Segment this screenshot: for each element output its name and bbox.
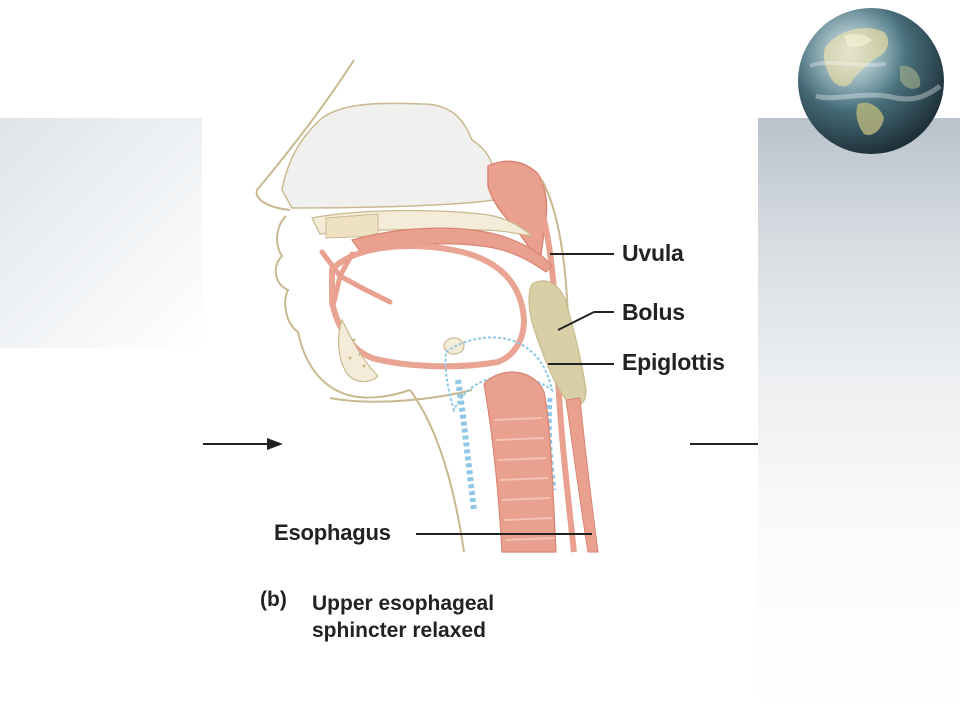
- mandible: [337, 318, 379, 383]
- background-gradient-right: [758, 118, 960, 720]
- background-gradient-left: [0, 118, 205, 348]
- trachea: [483, 371, 557, 553]
- label-esophagus: Esophagus: [274, 520, 391, 545]
- larynx-cartilage-rear: [546, 397, 557, 491]
- bolus-leader: [557, 311, 595, 331]
- anatomy-illustration: [255, 59, 614, 553]
- muscle-fibers: [319, 249, 393, 305]
- larynx-cartilage: [455, 379, 477, 511]
- neck-outline: [329, 389, 473, 403]
- face-outline: [255, 59, 355, 211]
- tongue: [329, 243, 528, 370]
- nasal-cavity: [281, 102, 495, 209]
- hyoid-bone: [443, 337, 465, 355]
- globe-icon: [798, 8, 944, 154]
- label-bolus: Bolus: [622, 299, 685, 325]
- palate-bone-detail: [325, 213, 379, 239]
- pointer-line: [690, 443, 758, 445]
- neck-front: [409, 389, 465, 553]
- lips: [274, 215, 411, 399]
- arrow-right-icon: [203, 438, 283, 450]
- diagram-panel: Uvula Bolus Epiglottis Esophagus (b) Upp…: [202, 40, 758, 680]
- label-uvula: Uvula: [622, 240, 684, 266]
- label-epiglottis: Epiglottis: [622, 349, 725, 375]
- caption-letter: (b): [260, 588, 287, 611]
- caption-line-2: sphincter relaxed: [312, 619, 486, 642]
- caption-line-1: Upper esophageal: [312, 592, 495, 615]
- caption: Upper esophageal sphincter relaxed: [312, 590, 494, 644]
- esophagus-tube: [565, 397, 599, 553]
